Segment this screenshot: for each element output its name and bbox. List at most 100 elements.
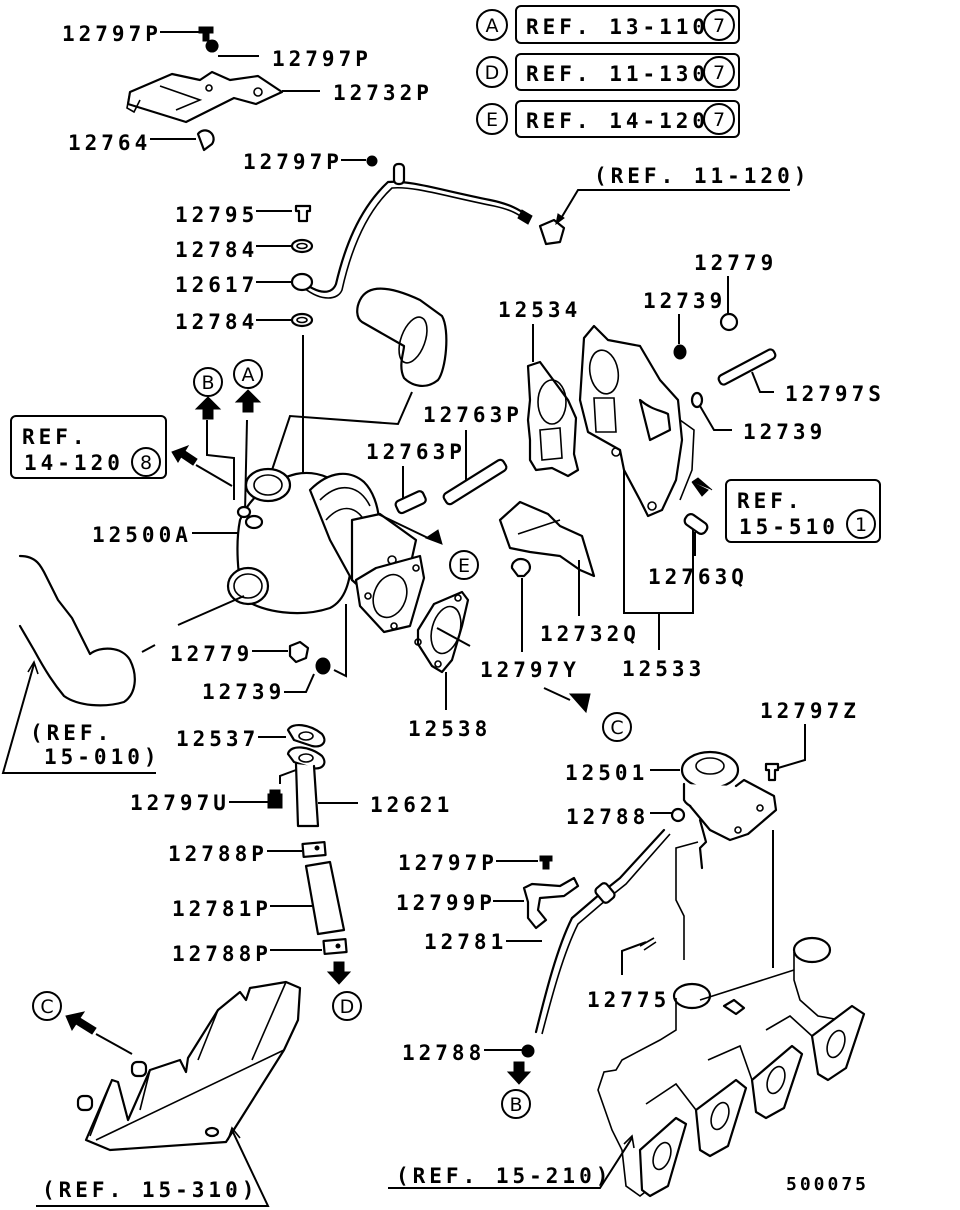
ref-label-15-310[interactable]: (REF. 15-310) xyxy=(42,1178,258,1202)
part-label-12797p[interactable]: 12797P xyxy=(62,22,162,46)
part-label-12500a[interactable]: 12500A xyxy=(92,523,192,547)
ref-label-15-010-a[interactable]: (REF. xyxy=(30,721,113,745)
connector-circle-b[interactable] xyxy=(193,367,223,397)
part-label-12764[interactable]: 12764 xyxy=(68,131,151,155)
hose-clamp-icon xyxy=(301,840,327,859)
part-label-12781[interactable]: 12781 xyxy=(424,930,507,954)
connector-circle-a xyxy=(476,9,508,41)
connector-circle-e[interactable] xyxy=(449,550,479,580)
leader-line xyxy=(244,419,248,513)
hose-clamp-icon xyxy=(322,937,348,956)
part-label-12739[interactable]: 12739 xyxy=(743,420,826,444)
leader-line xyxy=(206,420,235,500)
oil-return-pipe-12621-drawing xyxy=(286,746,326,828)
arrow-icon xyxy=(623,1134,635,1149)
part-label-12797p[interactable]: 12797P xyxy=(272,47,372,71)
legend-ref-text-a: REF. 13-110 xyxy=(526,15,709,39)
connector-letter-e: E xyxy=(458,555,470,577)
part-label-12617[interactable]: 12617 xyxy=(175,273,258,297)
part-label-12797y[interactable]: 12797Y xyxy=(480,658,580,682)
part-label-12799p[interactable]: 12799P xyxy=(396,891,496,915)
arrow-icon xyxy=(227,1126,241,1141)
connector-circle-c[interactable] xyxy=(602,712,632,742)
ref-num-circle xyxy=(131,447,161,477)
connector-letter-a: A xyxy=(486,15,499,37)
part-label-12538[interactable]: 12538 xyxy=(408,717,491,741)
part-label-12784[interactable]: 12784 xyxy=(175,310,258,334)
part-label-12739[interactable]: 12739 xyxy=(202,680,285,704)
gasket-hole xyxy=(298,731,314,741)
part-label-12732q[interactable]: 12732Q xyxy=(540,622,640,646)
part-label-12739[interactable]: 12739 xyxy=(643,289,726,313)
connector-letter-d: D xyxy=(485,62,500,84)
part-label-12779[interactable]: 12779 xyxy=(694,251,777,275)
boxed-ref-15-510[interactable]: REF. 15-510 1 xyxy=(725,479,881,543)
ref-label-15-010-b[interactable]: 15-010) xyxy=(44,745,161,769)
ref-box-line1: REF. xyxy=(22,425,89,449)
ref-num: 8 xyxy=(140,452,152,474)
part-label-12621[interactable]: 12621 xyxy=(370,793,453,817)
legend-ref-e[interactable]: E REF. 14-120 7 xyxy=(476,100,740,138)
connector-letter-c: C xyxy=(610,717,623,739)
clip-icon xyxy=(196,129,215,152)
vacuum-hose-12781-drawing xyxy=(534,828,671,1035)
part-label-12533[interactable]: 12533 xyxy=(622,657,705,681)
part-label-12763q[interactable]: 12763Q xyxy=(648,565,748,589)
part-label-12788[interactable]: 12788 xyxy=(402,1041,485,1065)
part-label-12797p[interactable]: 12797P xyxy=(398,851,498,875)
part-label-12795[interactable]: 12795 xyxy=(175,203,258,227)
bolt-icon xyxy=(267,789,283,809)
arrow-icon xyxy=(691,477,713,497)
leader-line xyxy=(269,391,413,477)
part-label-12775[interactable]: 12775 xyxy=(587,988,670,1012)
hose-clip-icon xyxy=(670,807,686,823)
part-label-12788[interactable]: 12788 xyxy=(566,805,649,829)
connector-circle-d[interactable] xyxy=(332,991,362,1021)
boxed-ref-14-120[interactable]: REF. 14-120 8 xyxy=(10,415,167,479)
legend-box-d xyxy=(515,53,740,91)
part-label-12732p[interactable]: 12732P xyxy=(333,81,433,105)
intake-hose-drawing xyxy=(18,554,136,707)
part-label-12797s[interactable]: 12797S xyxy=(785,382,885,406)
part-label-12797z[interactable]: 12797Z xyxy=(760,699,860,723)
connector-circle-a[interactable] xyxy=(233,359,263,389)
part-label-12797u[interactable]: 12797U xyxy=(130,791,230,815)
connector-circle-b[interactable] xyxy=(501,1089,531,1119)
legend-num-a: 7 xyxy=(713,15,725,37)
connector-letter-d: D xyxy=(340,996,355,1018)
part-label-12788p[interactable]: 12788P xyxy=(168,842,268,866)
hose-clip-icon xyxy=(521,1044,535,1058)
ref-box-line2: 15-510 xyxy=(739,515,839,539)
arrow-down-icon xyxy=(326,961,352,985)
stud-icon xyxy=(394,490,427,515)
part-label-12779[interactable]: 12779 xyxy=(170,642,253,666)
legend-num-circle-e xyxy=(703,103,735,135)
part-label-12763p[interactable]: 12763P xyxy=(423,403,523,427)
connector-letter-b: B xyxy=(201,372,214,394)
leader-line xyxy=(141,644,156,653)
part-label-12784[interactable]: 12784 xyxy=(175,238,258,262)
part-label-12534[interactable]: 12534 xyxy=(498,298,581,322)
leader-line xyxy=(195,464,233,487)
legend-ref-a[interactable]: A REF. 13-110 7 xyxy=(476,5,740,44)
legend-box-e xyxy=(515,100,740,138)
part-label-12781p[interactable]: 12781P xyxy=(172,897,272,921)
part-label-12788p[interactable]: 12788P xyxy=(172,942,272,966)
part-label-12501[interactable]: 12501 xyxy=(565,761,648,785)
oil-return-hose-icon xyxy=(304,860,346,936)
clip-12775-icon xyxy=(639,937,657,951)
part-label-12763p[interactable]: 12763P xyxy=(366,440,466,464)
ref-label-15-210[interactable]: (REF. 15-210) xyxy=(396,1164,612,1188)
ref-label-11-120[interactable]: (REF. 11-120) xyxy=(594,164,810,188)
leader-line xyxy=(388,1137,633,1189)
part-label-12797p[interactable]: 12797P xyxy=(243,150,343,174)
connector-circle-c[interactable] xyxy=(32,991,62,1021)
legend-ref-d[interactable]: D REF. 11-130 7 xyxy=(476,53,740,91)
legend-ref-text-e: REF. 14-120 xyxy=(526,109,709,133)
legend-num-circle-d xyxy=(703,56,735,88)
arrow-up-icon xyxy=(194,396,222,420)
bracket-12732p-drawing xyxy=(126,70,284,124)
exhaust-housing-12533-drawing xyxy=(578,324,695,518)
ref-box xyxy=(725,479,881,543)
part-label-12537[interactable]: 12537 xyxy=(176,727,259,751)
